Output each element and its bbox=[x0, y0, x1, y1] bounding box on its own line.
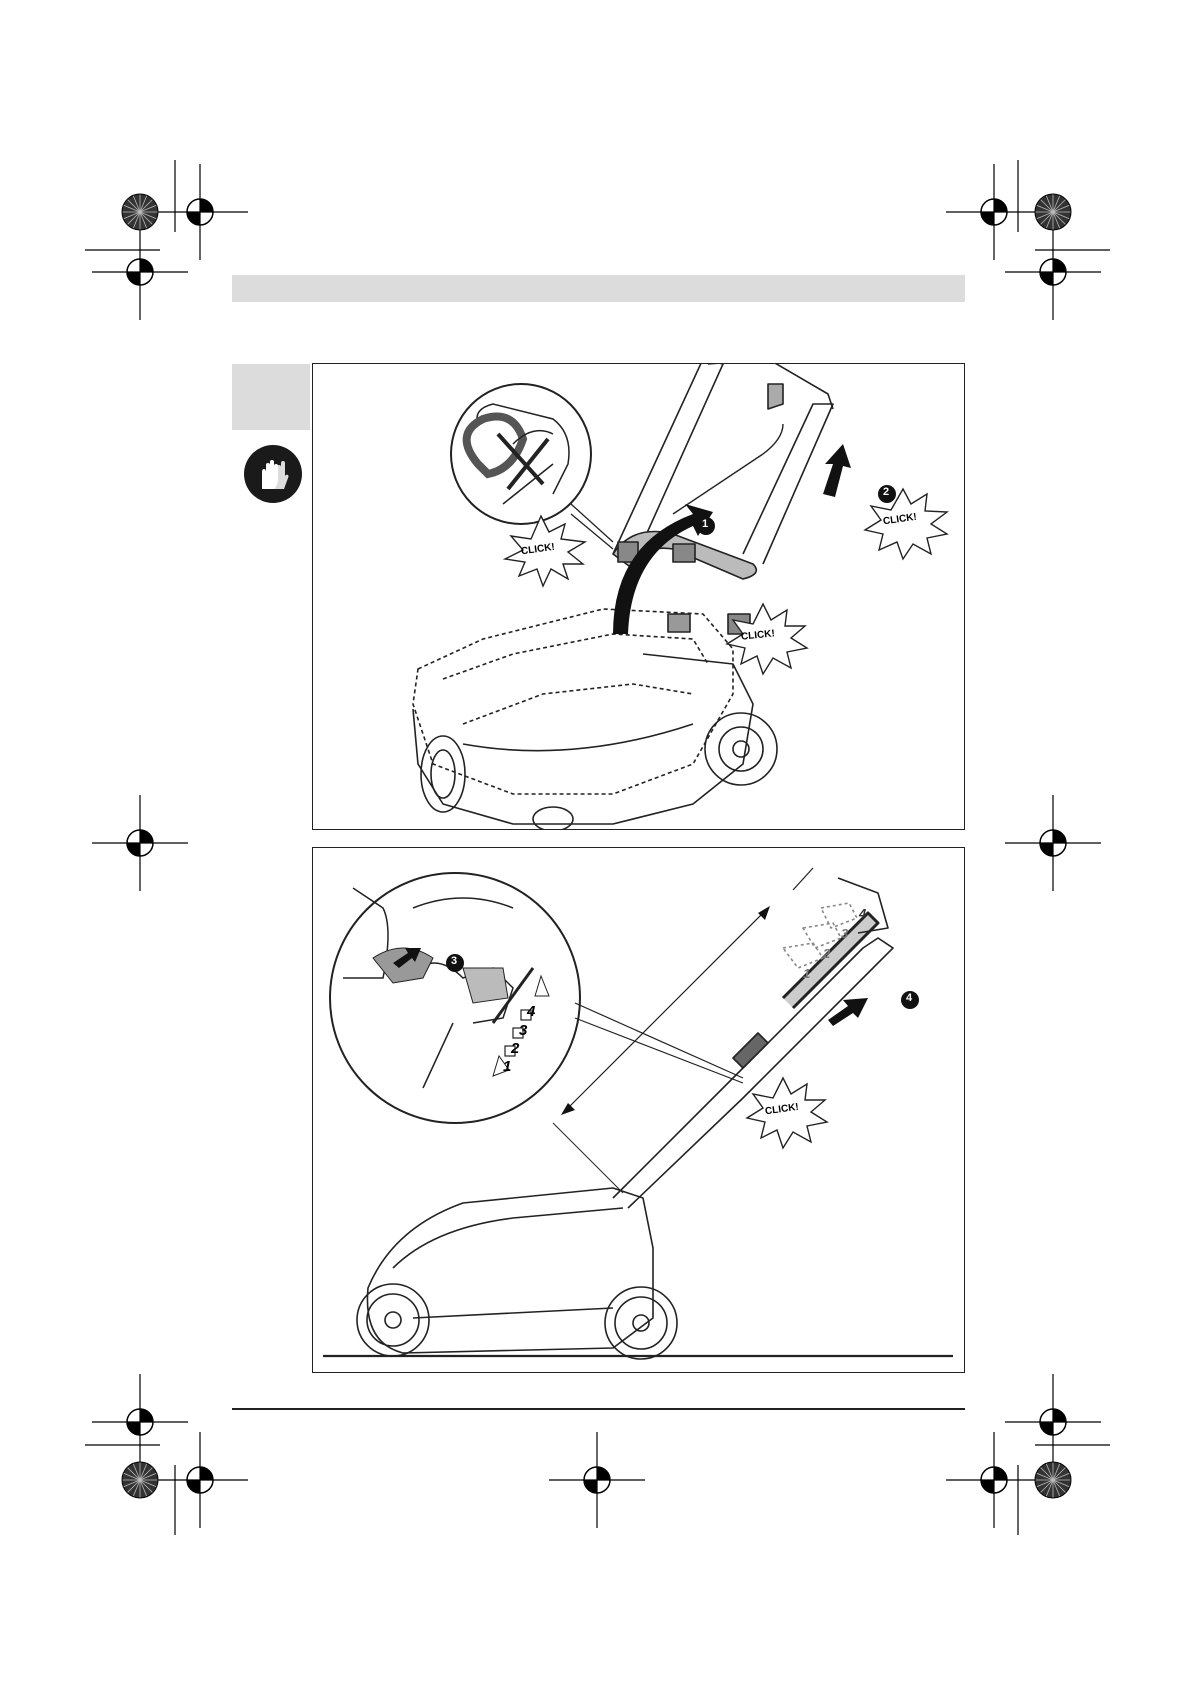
height-position: 1 bbox=[503, 1058, 511, 1075]
gloves-icon bbox=[244, 445, 302, 503]
color-calibration-target-icon bbox=[122, 194, 158, 230]
height-position: 4 bbox=[527, 1003, 535, 1020]
section-tab bbox=[232, 364, 310, 430]
figure-handle-height: CLICK! 3 4 1 2 3 4 1 2 3 4 bbox=[312, 847, 965, 1373]
height-position: 2 bbox=[511, 1040, 519, 1057]
handle-position: 1 bbox=[803, 966, 810, 981]
handle-position: 3 bbox=[841, 926, 848, 941]
step-number: 1 bbox=[702, 518, 708, 530]
height-position: 3 bbox=[519, 1022, 527, 1039]
handle-position: 4 bbox=[859, 906, 866, 921]
figure-handle-unfold: CLICK! CLICK! CLICK! 1 2 bbox=[312, 363, 965, 830]
footer-rule bbox=[232, 1408, 965, 1410]
step-number: 2 bbox=[883, 486, 889, 498]
handle-position: 2 bbox=[823, 946, 830, 961]
header-bar bbox=[232, 275, 965, 302]
step-number: 3 bbox=[451, 955, 457, 967]
step-number: 4 bbox=[906, 992, 912, 1004]
